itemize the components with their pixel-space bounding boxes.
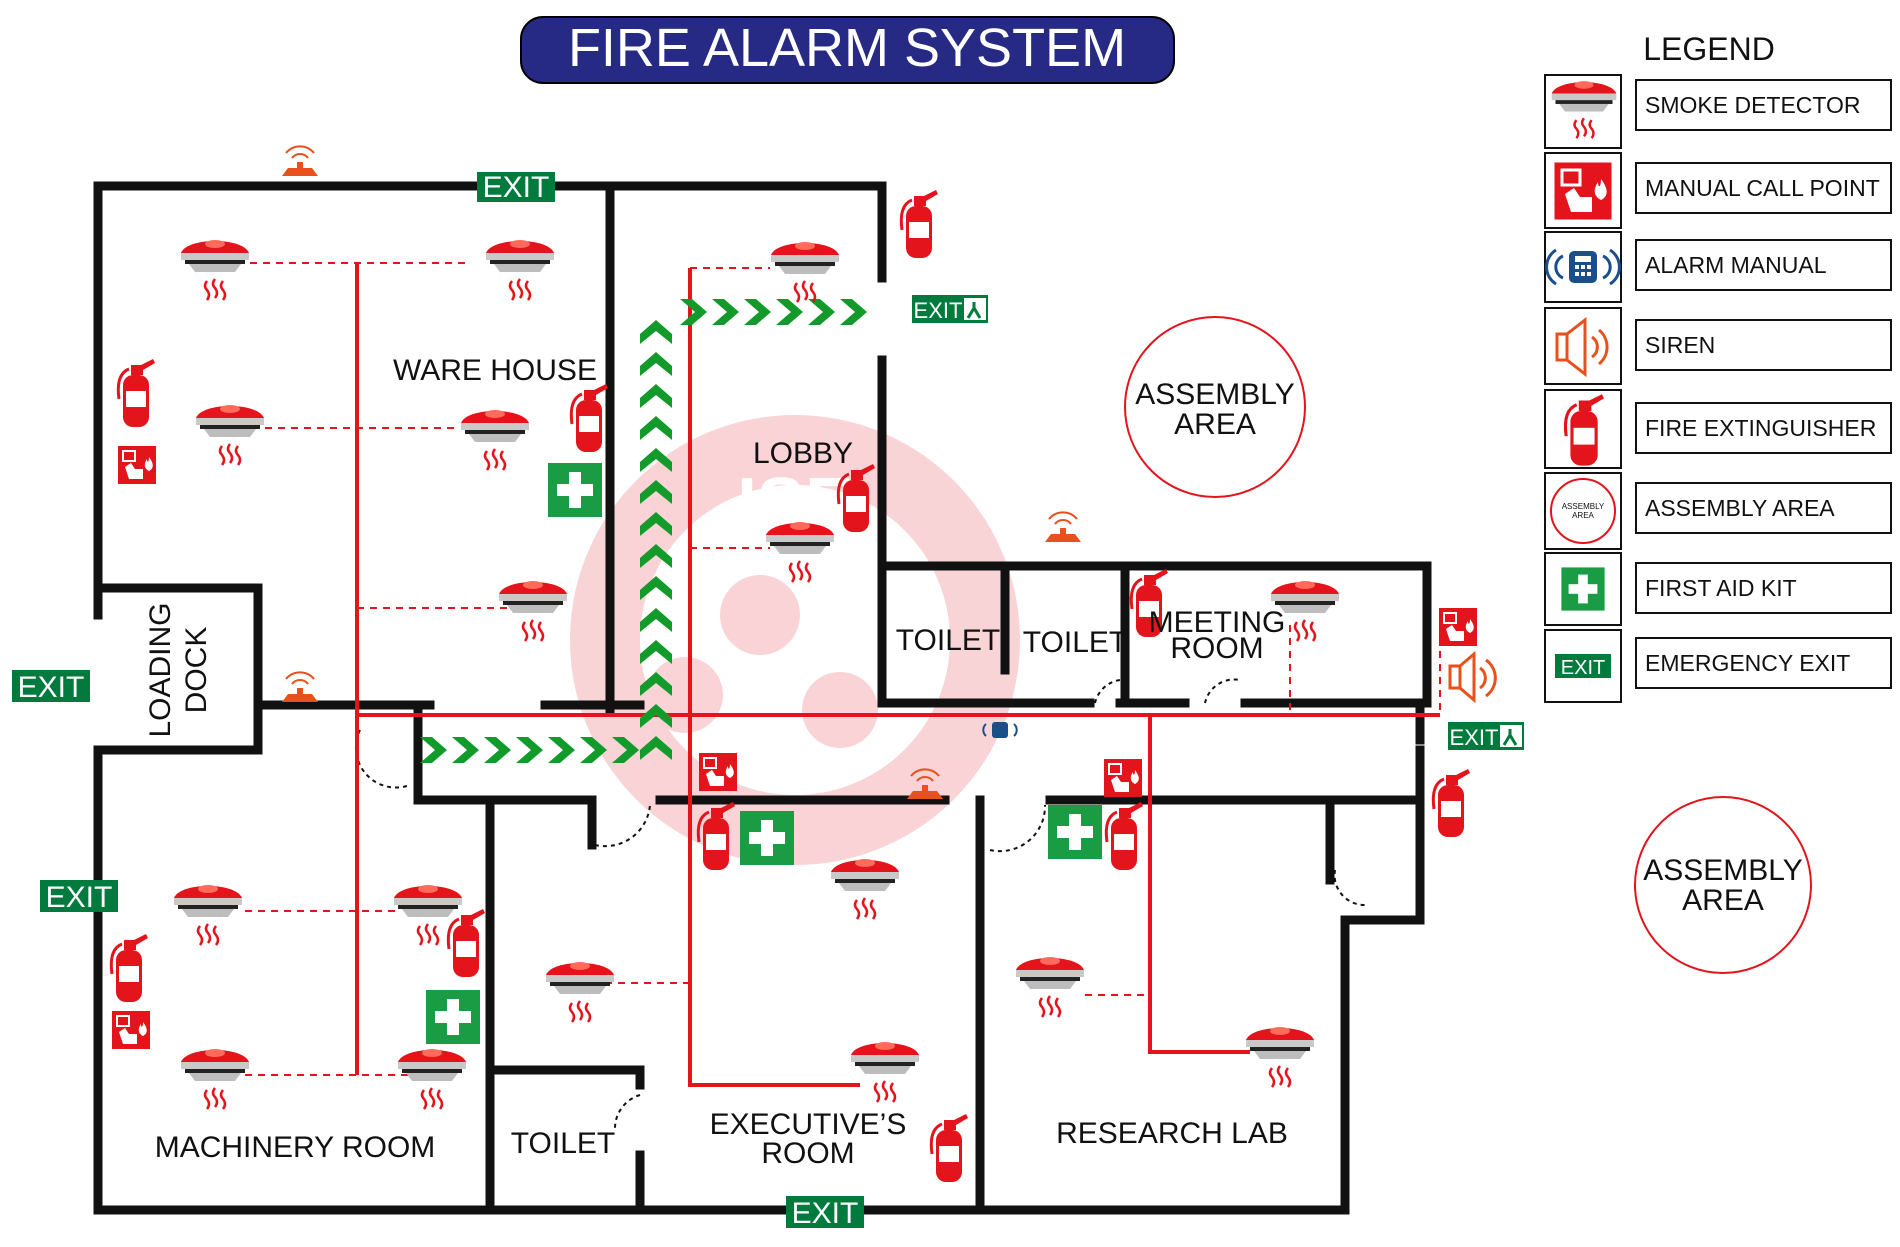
smoke-detector-icon: [769, 240, 841, 304]
legend-label: MANUAL CALL POINT: [1645, 175, 1880, 201]
assembly-area-2: ASSEMBLY AREA: [1634, 796, 1812, 974]
page-title: FIRE ALARM SYSTEM: [568, 18, 1126, 78]
sounder-icon: [281, 671, 319, 703]
exit-label: EXIT: [914, 298, 963, 323]
assembly-area-1-label-2: AREA: [1174, 408, 1256, 441]
smoke-detector-icon: [1550, 79, 1618, 140]
smoke-detector-icon: [484, 238, 556, 302]
smoke-detectors: [172, 238, 1341, 1111]
exit-sign-top: EXIT: [477, 171, 555, 204]
legend-heading: LEGEND: [1643, 31, 1775, 67]
legend-assembly-icon-label-1: ASSEMBLY: [1562, 502, 1605, 511]
sounder-icon: [281, 145, 319, 177]
legend-label: FIRST AID KIT: [1645, 575, 1797, 601]
assembly-area-icon: ASSEMBLY AREA: [1550, 478, 1616, 544]
assembly-area-2-label-2: AREA: [1682, 884, 1764, 917]
legend-label: ALARM MANUAL: [1645, 252, 1827, 278]
alarm-manual-icon: [982, 722, 1018, 738]
exit-label: EXIT: [792, 1197, 859, 1230]
room-meeting-label-1: MEETING: [1149, 606, 1286, 639]
sounder-icon: [1044, 511, 1082, 543]
fire-extinguisher-icon: [109, 932, 150, 1004]
first-aid-kit-icon: [1048, 805, 1102, 859]
room-research-label: RESEARCH LAB: [1056, 1117, 1288, 1150]
room-executive-label-1: EXECUTIVE’S: [710, 1108, 907, 1141]
assembly-area-1: ASSEMBLY AREA: [1124, 316, 1306, 498]
room-executive-label-2: ROOM: [761, 1137, 854, 1170]
room-toilet-2-label: TOILET: [1023, 626, 1127, 659]
exit-sign-left-lower: EXIT: [40, 880, 118, 914]
smoke-detector-icon: [764, 520, 836, 584]
exit-label: EXIT: [483, 171, 550, 204]
first-aid-kit-icon: [1561, 567, 1605, 611]
legend-label: SIREN: [1645, 332, 1715, 358]
room-toilet-3-label: TOILET: [511, 1127, 615, 1160]
room-meeting-label-2: ROOM: [1170, 632, 1263, 665]
room-warehouse-label: WARE HOUSE: [393, 354, 597, 387]
manual-call-point-icon: [111, 1010, 151, 1050]
room-labels: WARE HOUSE LOBBY LOADING DOCK TOILET TOI…: [144, 354, 1288, 1170]
smoke-detector-icon: [497, 579, 569, 643]
legend-label: EMERGENCY EXIT: [1645, 650, 1850, 676]
legend-exit-icon-label: EXIT: [1561, 657, 1605, 679]
legend-label: SMOKE DETECTOR: [1645, 92, 1861, 118]
exit-label: EXIT: [46, 881, 113, 914]
smoke-detector-icon: [396, 1047, 468, 1111]
smoke-detector-icon: [459, 408, 531, 472]
manual-call-point-icon: [117, 445, 157, 485]
walls: [93, 181, 1432, 1215]
alarm-manual-icon: [1545, 248, 1621, 286]
smoke-detector-icon: [1014, 955, 1086, 1019]
exit-signs: EXIT EXIT EXIT EXIT EXIT EXIT: [12, 171, 1524, 1230]
exit-sign-upper-right: EXIT: [912, 295, 988, 323]
assembly-area-1-label-1: ASSEMBLY: [1135, 378, 1295, 411]
first-aid-kit-icon: [548, 463, 602, 517]
emergency-exit-icon: EXIT: [1555, 654, 1611, 679]
fire-extinguisher-icon: [899, 188, 940, 260]
fire-extinguisher-icon: [1431, 767, 1472, 839]
room-lobby-label: LOBBY: [753, 437, 853, 470]
first-aid-kit-icon: [740, 811, 794, 865]
smoke-detector-icon: [544, 960, 616, 1024]
legend: LEGEND: [1544, 31, 1892, 703]
alarm-wiring: [355, 263, 1440, 1087]
exit-sign-right: EXIT: [1448, 722, 1524, 750]
smoke-detector-icon: [179, 1047, 251, 1111]
manual-call-point-icon: [1553, 161, 1613, 221]
siren-icon: [1555, 316, 1609, 378]
room-machinery-label: MACHINERY ROOM: [155, 1131, 436, 1164]
fire-extinguisher-icon: [569, 382, 610, 454]
manual-call-point-icon: [698, 752, 738, 792]
smoke-detector-icon: [194, 403, 266, 467]
first-aid-kit-icon: [426, 990, 480, 1044]
manual-call-point-icon: [1438, 607, 1478, 647]
smoke-detector-icon: [179, 238, 251, 302]
smoke-detector-icon: [849, 1040, 921, 1104]
door-swings: [354, 678, 1366, 1131]
fire-extinguisher-icon: [1563, 392, 1606, 468]
title-banner: [520, 16, 1175, 84]
room-loading-dock-label-2: DOCK: [180, 627, 213, 714]
room-loading-dock-label-1: LOADING: [144, 602, 177, 737]
smoke-detector-icon: [392, 883, 464, 947]
fire-extinguisher-icon: [446, 907, 487, 979]
exit-sign-bottom: EXIT: [786, 1196, 864, 1230]
exit-sign-left: EXIT: [12, 670, 90, 704]
exit-label: EXIT: [1450, 725, 1499, 750]
fire-extinguisher-icon: [929, 1112, 970, 1184]
fire-extinguisher-icon: [116, 357, 157, 429]
legend-label: ASSEMBLY AREA: [1645, 495, 1835, 521]
exit-label: EXIT: [18, 671, 85, 704]
fire-extinguisher-icon: [1104, 800, 1145, 872]
room-toilet-1-label: TOILET: [896, 624, 1000, 657]
siren-icon: [1448, 650, 1497, 704]
manual-call-point-icon: [1103, 758, 1143, 798]
legend-assembly-icon-label-2: AREA: [1572, 511, 1594, 520]
legend-label: FIRE EXTINGUISHER: [1645, 415, 1876, 441]
smoke-detector-icon: [1244, 1025, 1316, 1089]
smoke-detector-icon: [172, 883, 244, 947]
assembly-area-2-label-1: ASSEMBLY: [1643, 854, 1803, 887]
